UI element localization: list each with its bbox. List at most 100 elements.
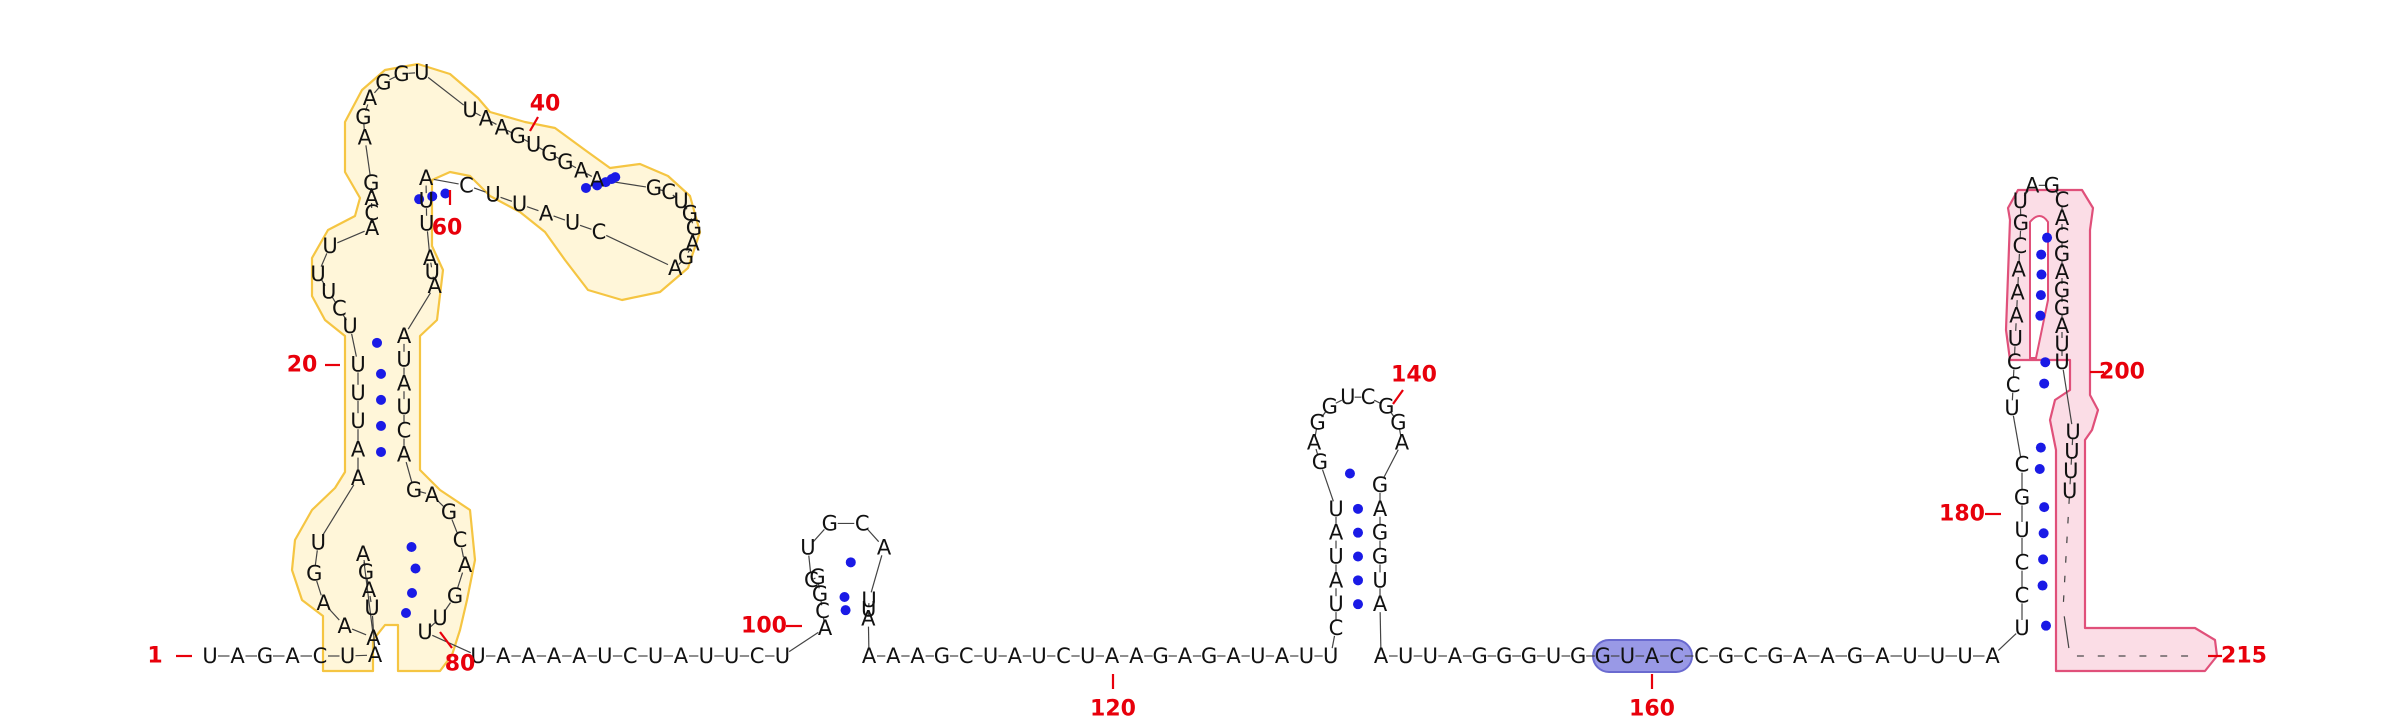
nucleotide-89: U bbox=[699, 644, 714, 668]
nucleotide-71: A bbox=[397, 442, 412, 466]
backbone-link-124 bbox=[1331, 635, 1336, 649]
base-pair-172-209 bbox=[2041, 620, 2051, 631]
backbone-link-21 bbox=[351, 333, 357, 357]
backbone-link-26 bbox=[337, 230, 365, 244]
backbone-link-14 bbox=[316, 580, 322, 596]
yellow-domain-highlight bbox=[290, 62, 702, 673]
nucleotide-62: U bbox=[419, 211, 434, 235]
backbone-link-11 bbox=[363, 561, 374, 631]
nucleotide-155: G bbox=[1595, 644, 1611, 668]
backbone-link-34 bbox=[389, 76, 396, 81]
nucleotide-149: A bbox=[1448, 644, 1463, 668]
nucleotide-146: A bbox=[1374, 644, 1389, 668]
position-label-20: 20 bbox=[287, 353, 318, 378]
nucleotide-77: G bbox=[447, 584, 463, 608]
nucleotide-180: U bbox=[2008, 327, 2023, 351]
backbone bbox=[218, 72, 2189, 657]
nucleotide-76: A bbox=[458, 553, 473, 577]
base-pair-131-140 bbox=[1344, 468, 1355, 479]
nucleotide-196: A bbox=[2055, 314, 2070, 338]
nucleotide-10: G bbox=[358, 560, 374, 584]
nucleotide-111: A bbox=[1008, 644, 1023, 668]
backbone-link-95 bbox=[817, 582, 820, 589]
nucleotide-19: U bbox=[350, 409, 365, 433]
backbone-link-39 bbox=[506, 129, 513, 134]
nucleotide-125: C bbox=[1329, 616, 1344, 640]
nucleotide-5: C bbox=[313, 644, 328, 668]
nucleotide-15: G bbox=[306, 561, 322, 585]
nucleotide-81: A bbox=[496, 644, 511, 668]
nucleotide-87: U bbox=[648, 644, 663, 668]
nucleotide-118: A bbox=[1178, 644, 1193, 668]
nucleotide-50: G bbox=[686, 216, 702, 240]
backbone-link-8 bbox=[369, 595, 372, 603]
nucleotide-73: A bbox=[425, 483, 440, 507]
backbone-link-78 bbox=[429, 622, 436, 628]
backbone-link-62 bbox=[426, 231, 430, 251]
nucleotide-32: G bbox=[355, 105, 371, 129]
base-pair-38-52 bbox=[580, 182, 591, 193]
nucleotide-49: G bbox=[682, 201, 698, 225]
nucleotide-14: A bbox=[316, 591, 331, 615]
nucleotide-186: U bbox=[2013, 189, 2028, 213]
nucleotide-190: A bbox=[2055, 206, 2070, 230]
nucleotide-182: A bbox=[2010, 280, 2025, 304]
base-pair-183-198 bbox=[2035, 310, 2046, 321]
backbone-link-134 bbox=[1335, 399, 1343, 404]
nucleotide-120: A bbox=[1226, 644, 1241, 668]
nucleotide-37: U bbox=[462, 98, 477, 122]
base-pair-186-195 bbox=[2036, 249, 2047, 260]
base-pair-130-141 bbox=[1353, 503, 1363, 514]
nucleotide-57: U bbox=[512, 192, 527, 216]
nucleotide-35: G bbox=[393, 62, 409, 86]
backbone-link-49 bbox=[690, 218, 694, 224]
nucleotide-26: U bbox=[322, 234, 337, 258]
nucleotide-83: A bbox=[547, 644, 562, 668]
base-pair-8-78 bbox=[401, 608, 411, 618]
nucleotide-74: G bbox=[441, 500, 457, 524]
backbone-link-59 bbox=[433, 178, 459, 185]
nucleotide-52: G bbox=[678, 245, 694, 269]
base-pair-176-205 bbox=[2039, 502, 2050, 513]
nucleotide-189: C bbox=[2055, 188, 2070, 212]
nucleotide-48: U bbox=[673, 189, 688, 213]
backbone-link-208 bbox=[2063, 616, 2070, 649]
nucleotide-11: A bbox=[356, 542, 371, 566]
nucleotide-184: C bbox=[2012, 234, 2027, 258]
nucleotide-153: U bbox=[1546, 644, 1561, 668]
backbone-link-73 bbox=[437, 500, 444, 507]
nucleotide-8: U bbox=[364, 596, 379, 620]
nucleotide-193: A bbox=[2055, 260, 2070, 284]
nucleotide-135: U bbox=[1340, 385, 1355, 409]
backbone-link-16 bbox=[322, 484, 355, 536]
nucleotide-94: C bbox=[815, 599, 830, 623]
nucleotide-173: C bbox=[2015, 551, 2030, 575]
nucleotide-20: U bbox=[350, 381, 365, 405]
nucleotide-99: G bbox=[822, 511, 838, 535]
pink-domain-highlight bbox=[2004, 188, 2219, 673]
nucleotide-170: A bbox=[1985, 644, 2000, 668]
base-pair-173-208 bbox=[2037, 580, 2048, 591]
nucleotide-23: C bbox=[332, 297, 347, 321]
nucleotide-61: U bbox=[419, 189, 434, 213]
nucleotide-107: A bbox=[910, 644, 925, 668]
base-pair-182-199 bbox=[2040, 357, 2051, 368]
nucleotide-60: A bbox=[419, 166, 434, 190]
backbone-link-74 bbox=[451, 519, 458, 533]
nucleotide-140: G bbox=[1372, 473, 1388, 497]
backbone-link-63 bbox=[430, 262, 433, 268]
position-label-215: 215 bbox=[2221, 644, 2267, 669]
nucleotide-39: A bbox=[495, 115, 510, 139]
nucleotide-113: C bbox=[1056, 644, 1071, 668]
backbone-link-71 bbox=[405, 461, 413, 483]
backbone-link-131 bbox=[1315, 448, 1319, 456]
position-label-60: 60 bbox=[432, 216, 463, 241]
nucleotide-72: G bbox=[406, 478, 422, 502]
nucleotide-166: A bbox=[1875, 644, 1890, 668]
nucleotide-82: A bbox=[522, 644, 537, 668]
nucleotide-127: A bbox=[1329, 568, 1344, 592]
backbone-link-25 bbox=[320, 253, 328, 267]
nucleotide-152: G bbox=[1521, 644, 1537, 668]
base-pair-178-203 bbox=[2035, 442, 2046, 453]
